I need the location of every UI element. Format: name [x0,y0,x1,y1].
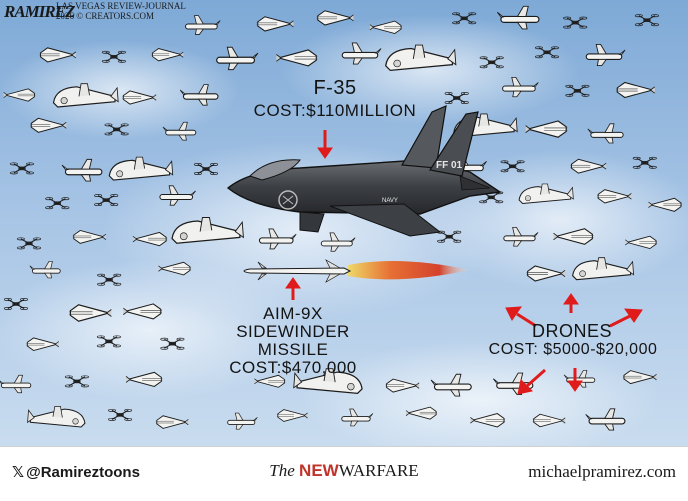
arrow-drones-left [505,306,537,328]
arrow-drones-down-left [517,368,546,395]
drones-cost-label: COST: $5000-$20,000 [488,341,658,358]
arrow-drones-right [609,308,643,328]
artist-signature: RAMIREZ [4,2,75,21]
f35-title-label: F-35 [313,77,357,99]
arrows [285,130,643,395]
arrow-to-missile [285,277,301,300]
arrow-drones-up [563,293,579,313]
jet-navy-marking: NAVY [382,198,398,204]
cartoon-title-rest: WARFARE [338,461,419,480]
social-handle: 𝕏@Ramireztoons [12,463,140,481]
drones-title-label: DRONES [531,321,612,341]
cartoon-title-the: The [269,461,295,480]
website-url: michaelpramirez.com [528,462,676,481]
social-handle-text: @Ramireztoons [26,464,140,481]
publication-credit: LAS VEGAS REVIEW-JOURNAL 2026 © CREATORS… [56,1,186,22]
copyright-line: 2026 © CREATORS.COM [56,10,154,21]
artist-credit: RAMIREZ LAS VEGAS REVIEW-JOURNAL 2026 © … [4,1,186,22]
jet-tail-code: FF 01 [436,160,463,171]
publication-name: LAS VEGAS REVIEW-JOURNAL [56,1,186,11]
missile-line2-label: SIDEWINDER [236,322,350,341]
cartoon-artwork: FF 01 NAVY [0,0,688,446]
missile-line3-label: MISSILE [257,340,329,359]
footer-bar: 𝕏@Ramireztoons The NEWWARFARE michaelpra… [0,446,688,501]
f35-cost-label: COST:$110MILLION [253,101,417,120]
cartoon-title-new: NEW [299,461,339,480]
x-logo-icon: 𝕏 [12,463,25,481]
arrow-to-jet [317,130,333,159]
missile-illustration [243,259,470,283]
missile-line1-label: AIM-9X [263,304,323,323]
missile-cost-label: COST:$470,000 [229,358,357,377]
f35-jet-illustration [226,105,502,237]
arrow-drones-down [567,368,583,392]
